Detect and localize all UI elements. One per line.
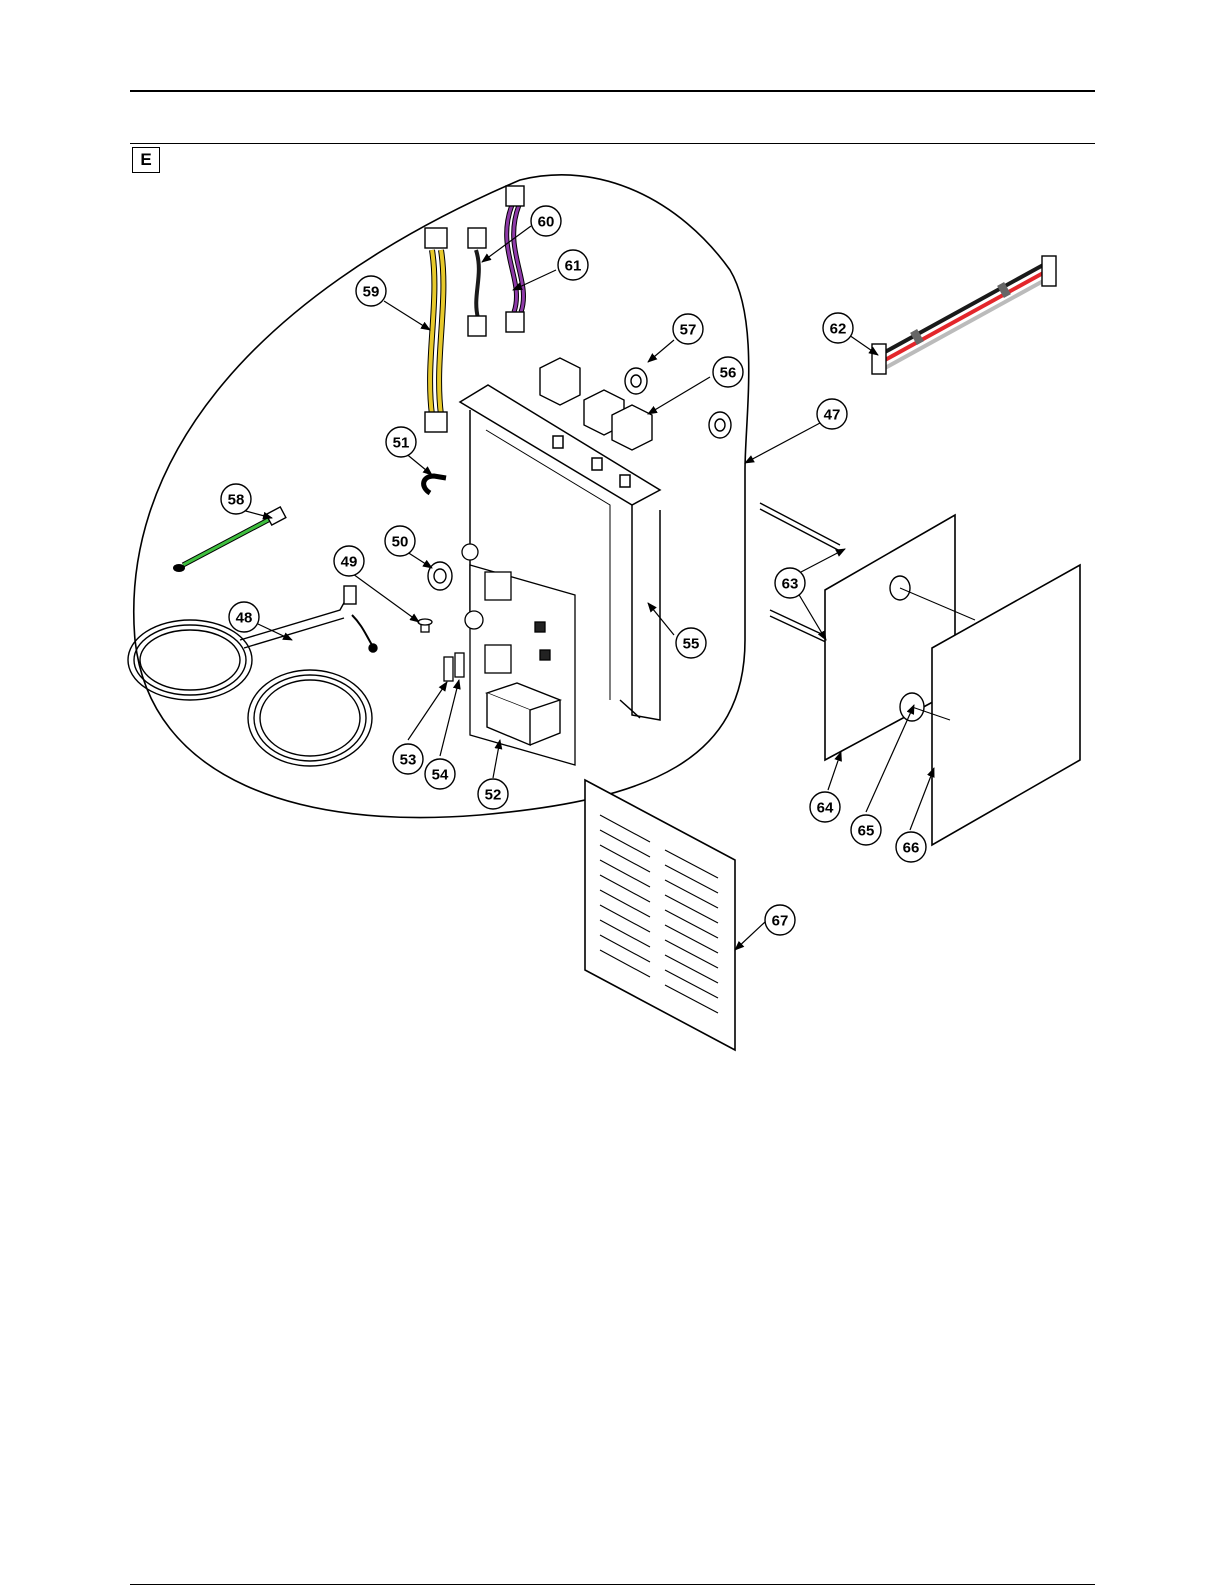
callout-label-47: 47 [824, 407, 841, 424]
purple-wire-61 [506, 186, 524, 332]
callout-label-51: 51 [393, 435, 410, 452]
callout-label-59: 59 [363, 284, 380, 301]
callout-label-48: 48 [236, 610, 253, 627]
callout-label-58: 58 [228, 492, 245, 509]
callout-label-61: 61 [565, 258, 582, 275]
callout-label-65: 65 [858, 823, 875, 840]
clip-51 [424, 476, 446, 493]
yellow-wire-59 [425, 228, 447, 432]
callout-label-67: 67 [772, 913, 789, 930]
louvered-grille-67 [585, 780, 735, 1050]
wire-harness-62 [872, 256, 1056, 374]
callout-label-53: 53 [400, 752, 417, 769]
callout-label-52: 52 [485, 787, 502, 804]
knob-50 [428, 562, 452, 590]
callout-label-54: 54 [432, 767, 449, 784]
fuses-53-54 [444, 653, 464, 681]
callout-label-63: 63 [782, 576, 799, 593]
callout-label-50: 50 [392, 534, 409, 551]
callout-label-64: 64 [817, 800, 834, 817]
callout-label-66: 66 [903, 840, 920, 857]
callout-label-60: 60 [538, 214, 555, 231]
callout-labels: 47 48 49 50 51 52 53 54 55 56 57 58 59 6… [228, 214, 920, 930]
screw-49 [418, 619, 432, 632]
callout-bubbles [221, 206, 926, 935]
black-wire-60 [468, 228, 486, 336]
callout-label-62: 62 [830, 321, 847, 338]
callout-label-56: 56 [720, 365, 737, 382]
callout-label-57: 57 [680, 322, 697, 339]
callout-label-55: 55 [683, 636, 700, 653]
callout-label-49: 49 [341, 554, 358, 571]
